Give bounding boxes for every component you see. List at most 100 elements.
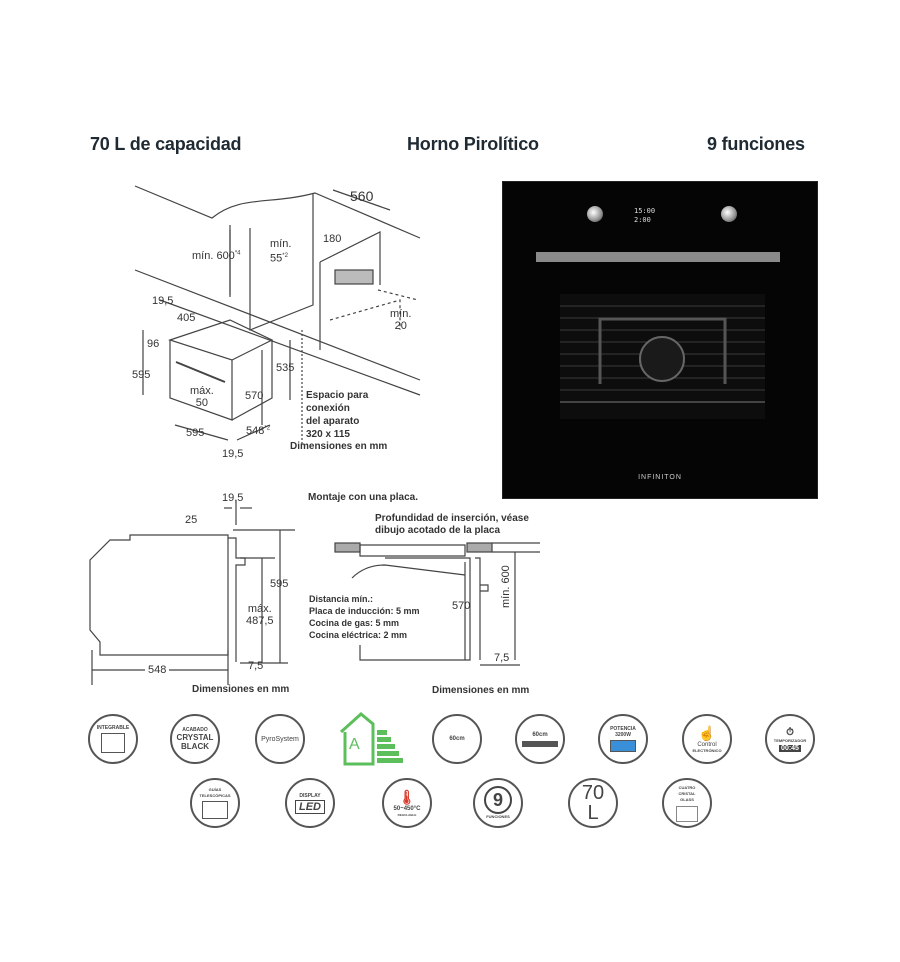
functions-heading: 9 funciones <box>707 134 805 154</box>
dim-595-w: 595 <box>186 427 205 439</box>
distance-item: Cocina de gas: 5 mm <box>309 618 400 628</box>
insertion-note-line: dibujo acotado de la placa <box>375 525 501 536</box>
dim-min20-value: 20 <box>394 320 407 332</box>
capacity-heading: 70 L de capacidad <box>90 134 242 154</box>
side-dim-max-label: máx. <box>247 603 272 615</box>
timer-readout: 00:45 <box>779 744 801 752</box>
power-glyph <box>610 740 636 752</box>
display-line1: 15:00 <box>634 207 656 215</box>
icon-text: 50~450°C <box>393 805 421 812</box>
energy-class-icon: A <box>337 710 409 768</box>
led-glyph: LED <box>295 799 325 814</box>
connection-note: Espacio para conexión del aparato 320 x … <box>306 389 368 441</box>
functions-number: 9 <box>484 786 512 814</box>
width-bar-glyph <box>522 740 558 747</box>
dim-min55-value: 55 <box>270 252 283 265</box>
cabinet-glyph <box>101 733 125 753</box>
hob-units: Dimensiones en mm <box>432 685 530 696</box>
connection-note-line: 320 x 115 <box>306 429 350 440</box>
pyrosystem-icon: PyroSystem <box>255 714 305 764</box>
hob-dim-570: 570 <box>452 600 471 612</box>
dim-min600-value: mín. 600 <box>192 250 235 262</box>
dim-548: 548*2 <box>246 425 270 437</box>
distance-title: Distancia mín.: <box>309 594 374 604</box>
integrable-icon: INTEGRABLE <box>88 714 138 764</box>
oven-window <box>560 294 765 419</box>
icon-text: Control <box>697 741 717 748</box>
icon-text: DISPLAY <box>299 792 321 799</box>
icon-text: 3200W <box>615 732 631 738</box>
energy-class-letter: A <box>349 736 360 753</box>
left-knob <box>587 206 603 222</box>
dim-19-5-top: 19,5 <box>152 295 174 307</box>
icon-text: GUÍAS TELESCÓPICAS <box>199 787 231 798</box>
side-dim-25: 25 <box>185 514 198 526</box>
capacity-unit: L <box>587 802 599 824</box>
height-60-icon: 60cm <box>432 714 482 764</box>
icon-text: INTEGRABLE <box>96 725 130 731</box>
side-dim-max: máx.487,5 <box>246 603 274 627</box>
dim-min600: mín. 600*4 <box>192 250 240 262</box>
icon-text: CRYSTAL BLACK <box>176 733 214 751</box>
finger-glyph: ☝ <box>698 724 716 741</box>
width-60-icon: 60cm <box>515 714 565 764</box>
icon-text: ELECTRÓNICO <box>692 747 722 753</box>
dim-min20: mín.20 <box>390 308 411 332</box>
rack-glyph <box>202 801 228 819</box>
stopwatch-glyph: ⏱ <box>786 726 794 738</box>
dim-min20-label: mín. <box>390 308 412 320</box>
telescopic-guides-icon: GUÍAS TELESCÓPICAS <box>190 778 240 828</box>
side-dim-19-5: 19,5 <box>222 492 244 504</box>
dim-405: 405 <box>177 312 196 324</box>
capacity-number: 70 <box>581 782 605 804</box>
oven-display: 15:00 2:00 <box>634 207 655 225</box>
distance-notes: Distancia mín.: Placa de inducción: 5 mm… <box>309 593 420 641</box>
thermometer-glyph: 🌡 <box>398 788 416 805</box>
dim-560: 560 <box>350 188 374 204</box>
brand-logo: INFINITON <box>638 474 682 481</box>
icon-text: CUATRO CRISTAL GLASS <box>678 784 696 802</box>
install-units: Dimensiones en mm <box>290 441 388 452</box>
dim-min55-label: mín. <box>270 238 292 250</box>
side-dim-max-value: 487,5 <box>246 615 274 627</box>
side-dim-548: 548 <box>145 664 170 676</box>
hob-dim-7-5: 7,5 <box>494 652 510 664</box>
connection-note-line: conexión <box>306 403 350 414</box>
dim-min55-note: *2 <box>282 253 288 259</box>
icon-text: REGULABLE <box>397 812 417 817</box>
dim-548-value: 548 <box>246 425 265 437</box>
dim-548-note: *2 <box>264 425 271 432</box>
distance-item: Placa de inducción: 5 mm <box>309 606 420 616</box>
energy-house-glyph <box>339 712 403 766</box>
dim-min600-note: *4 <box>234 250 241 257</box>
quad-glass-icon: CUATRO CRISTAL GLASS <box>662 778 712 828</box>
dim-max50-label: máx. <box>190 385 214 397</box>
product-heading: Horno Pirolítico <box>407 134 539 154</box>
icon-text: POTENCIA <box>610 726 636 732</box>
dim-535: 535 <box>276 362 295 374</box>
icon-text: TEMPORIZADOR <box>773 737 807 743</box>
icon-text: FUNCIONES <box>486 814 510 819</box>
icon-text: PyroSystem <box>261 735 299 743</box>
insertion-note: Profundidad de inserción, véase dibujo a… <box>375 513 529 537</box>
dim-595-h: 595 <box>132 369 151 381</box>
side-dim-7-5: 7,5 <box>248 660 264 672</box>
oven-product-image: 15:00 2:00 INFINITON <box>502 181 818 499</box>
dim-max50-value: 50 <box>195 397 209 409</box>
dim-180: 180 <box>323 233 342 245</box>
connection-note-line: Espacio para <box>306 390 369 401</box>
dim-96: 96 <box>147 338 160 350</box>
hob-title: Montaje con una placa. <box>308 492 419 503</box>
distance-item: Cocina eléctrica: 2 mm <box>309 630 408 640</box>
side-units: Dimensiones en mm <box>192 684 290 695</box>
icon-text: 60cm <box>532 731 548 738</box>
